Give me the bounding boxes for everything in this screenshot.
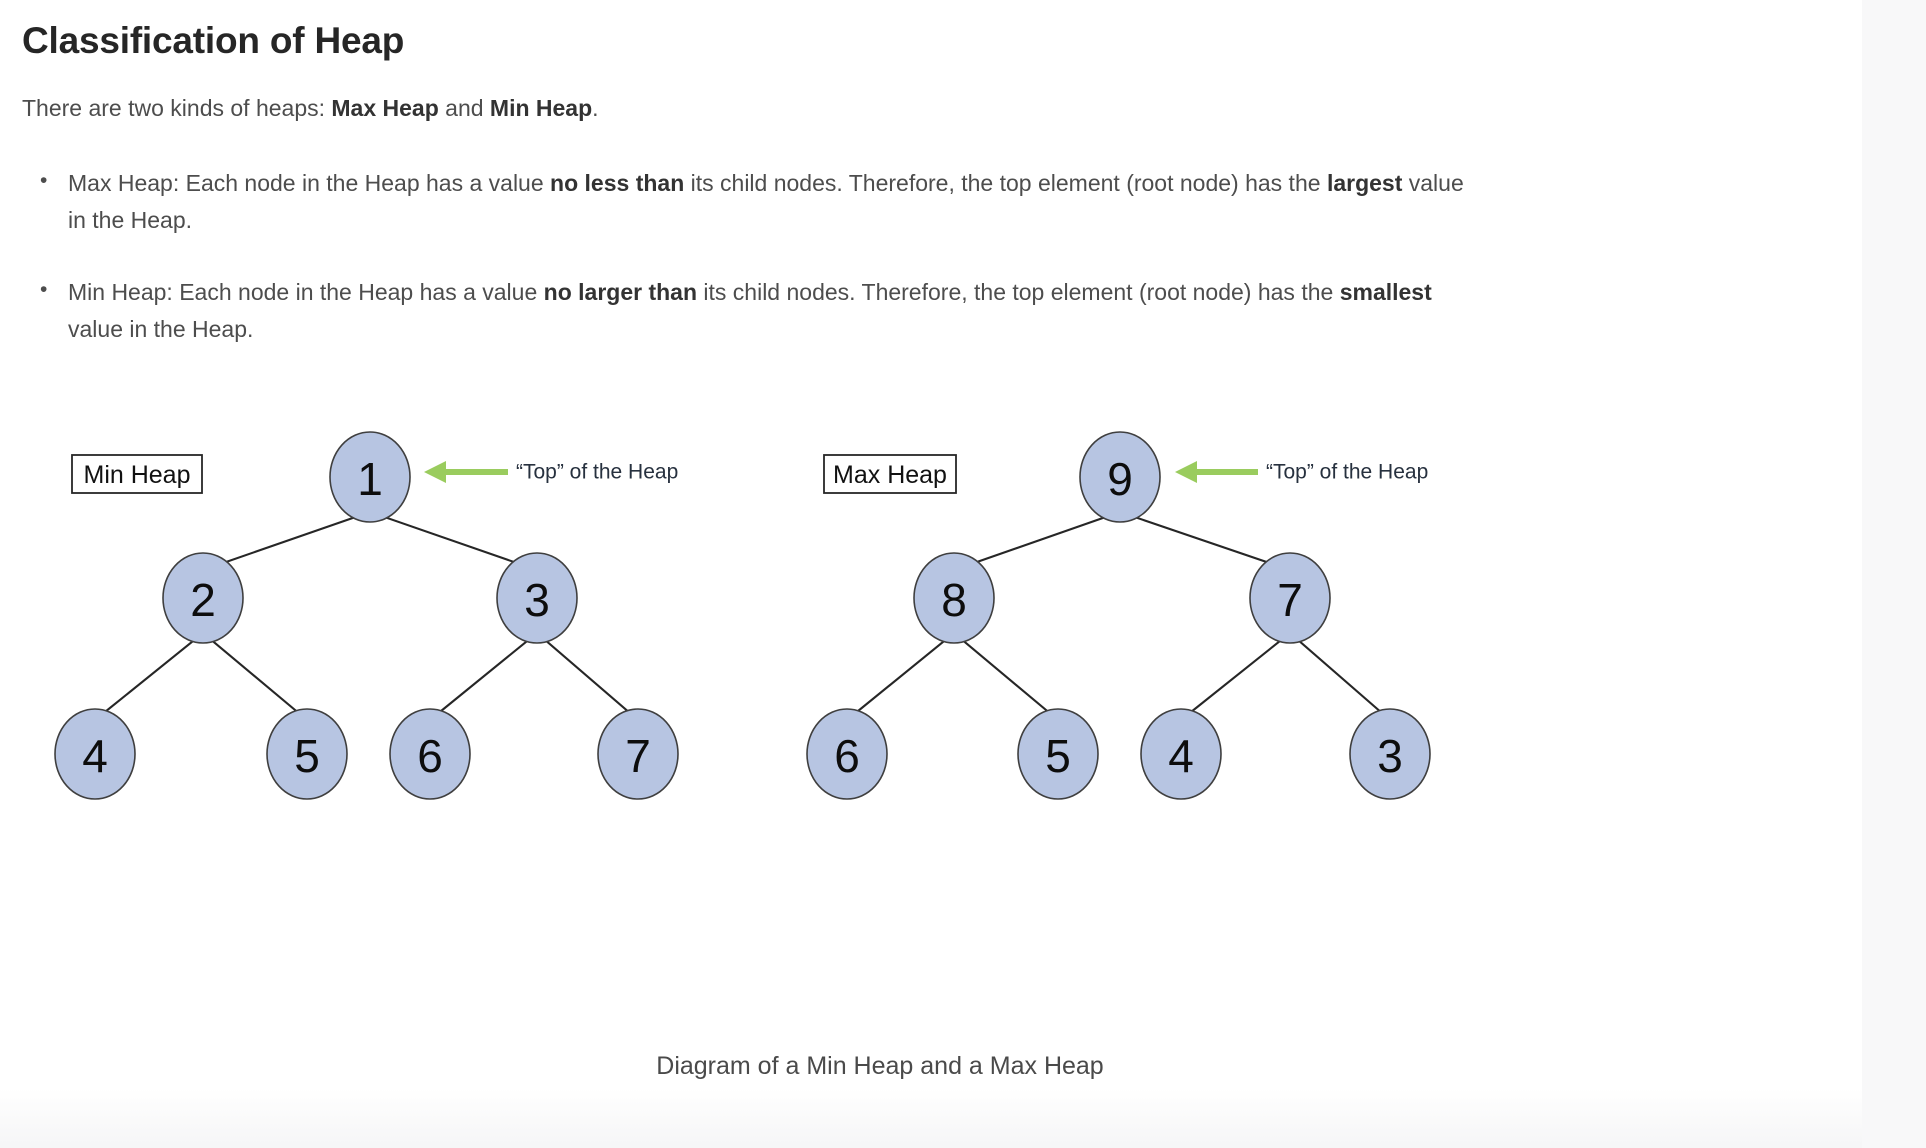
list-item-max-heap: Max Heap: Each node in the Heap has a va… [40, 164, 1488, 240]
article-content: Classification of Heap There are two kin… [22, 18, 1822, 382]
min-heap-node-leaf2-label: 5 [294, 730, 320, 782]
max-heap-node-left: 8 [913, 552, 995, 644]
max-heap-node-root: 9 [1079, 431, 1161, 523]
page-title: Classification of Heap [22, 20, 405, 61]
max-heap-node-leaf1-label: 6 [834, 730, 860, 782]
max-heap-label-box-rect [823, 454, 957, 494]
min-heap-label-box-rect [71, 454, 203, 494]
min-heap-node-right-shape [496, 552, 578, 644]
bullet-1-text-1: Min Heap: Each node in the Heap has a va… [68, 278, 544, 305]
intro-bold-min-heap: Min Heap [489, 95, 593, 122]
min-heap-arrow-head-icon [424, 461, 446, 483]
max-heap-edge-right-leaf3 [1180, 632, 1291, 721]
min-heap-edge-left-leaf1 [94, 632, 204, 721]
min-heap-edge-right-leaf3 [429, 632, 538, 721]
page-canvas: Classification of Heap There are two kin… [0, 0, 1862, 1148]
max-heap-node-leaf4-shape [1349, 708, 1431, 800]
max-heap-node-leaf1-shape [806, 708, 888, 800]
min-heap-node-root-label: 1 [357, 453, 383, 505]
max-heap-node-leaf4: 3 [1349, 708, 1431, 800]
min-heap-edge-left-leaf2 [202, 632, 308, 721]
min-heap-node-left: 2 [162, 552, 244, 644]
min-heap-top-note: “Top” of the Heap [516, 461, 678, 484]
max-heap-node-leaf1: 6 [806, 708, 888, 800]
max-heap-node-leaf3-label: 4 [1168, 730, 1194, 782]
max-heap-top-arrow [1175, 461, 1258, 483]
max-heap-edge-left-leaf2 [953, 632, 1059, 721]
min-heap-node-left-shape [162, 552, 244, 644]
intro-paragraph: There are two kinds of heaps: Max Heap a… [22, 90, 1822, 127]
bottom-fade-overlay [0, 1088, 1862, 1148]
min-heap-node-leaf3-label: 6 [417, 730, 443, 782]
max-heap-arrow-head-icon [1175, 461, 1197, 483]
max-heap-node-leaf4-label: 3 [1377, 730, 1403, 782]
bullet-0-bold-1: no less than [550, 170, 685, 197]
min-heap-node-leaf2: 5 [266, 708, 348, 800]
min-heap-edge-root-left [202, 511, 371, 571]
min-heap-top-arrow [424, 461, 508, 483]
max-heap-tree: Max Heap “Top” of the Heap 9 8 [806, 431, 1431, 800]
intro-text-3: . [592, 95, 599, 122]
min-heap-label-box: Min Heap [71, 454, 203, 494]
max-heap-edge-left-leaf1 [846, 632, 955, 721]
max-heap-edge-root-right [1119, 511, 1291, 571]
bullet-1-text-2: its child nodes. Therefore, the top elem… [697, 278, 1340, 305]
max-heap-node-right-label: 7 [1277, 574, 1303, 626]
min-heap-node-leaf1-shape [54, 708, 136, 800]
heap-diagram-figure: Min Heap “Top” of the Heap 1 2 [0, 430, 1862, 990]
min-heap-tree: Min Heap “Top” of the Heap 1 2 [54, 431, 679, 800]
min-heap-label-text: Min Heap [84, 461, 191, 489]
min-heap-edge-root-right [369, 511, 538, 571]
max-heap-node-leaf2: 5 [1017, 708, 1099, 800]
max-heap-node-right-shape [1249, 552, 1331, 644]
min-heap-node-left-label: 2 [190, 574, 216, 626]
max-heap-node-root-shape [1079, 431, 1161, 523]
bullet-1-bold-2: smallest [1339, 278, 1432, 305]
max-heap-label-text: Max Heap [833, 461, 947, 489]
min-heap-node-leaf1-label: 4 [82, 730, 108, 782]
max-heap-node-leaf3: 4 [1140, 708, 1222, 800]
page-outer-margin [1862, 0, 1926, 1148]
bullet-0-text-3: value in the Heap. [68, 170, 1464, 234]
max-heap-node-leaf3-shape [1140, 708, 1222, 800]
min-heap-node-right-label: 3 [524, 574, 550, 626]
min-heap-node-root-shape [329, 431, 411, 523]
min-heap-node-leaf3: 6 [389, 708, 471, 800]
min-heap-node-leaf2-shape [266, 708, 348, 800]
min-heap-node-leaf4-label: 7 [625, 730, 651, 782]
bullet-0-text-2: its child nodes. Therefore, the top elem… [684, 170, 1327, 197]
bullet-0-text-1: Max Heap: Each node in the Heap has a va… [68, 170, 551, 197]
max-heap-node-left-label: 8 [941, 574, 967, 626]
max-heap-node-right: 7 [1249, 552, 1331, 644]
intro-text-2: and [438, 95, 490, 122]
intro-bold-max-heap: Max Heap [331, 95, 439, 122]
max-heap-label-box: Max Heap [823, 454, 957, 494]
max-heap-node-root-label: 9 [1107, 453, 1133, 505]
max-heap-edge-right-leaf4 [1289, 632, 1391, 721]
max-heap-node-leaf2-label: 5 [1045, 730, 1071, 782]
bullet-1-bold-1: no larger than [543, 278, 698, 305]
heap-definition-list: Max Heap: Each node in the Heap has a va… [22, 164, 1822, 349]
min-heap-node-leaf3-shape [389, 708, 471, 800]
min-heap-node-right: 3 [496, 552, 578, 644]
max-heap-top-note: “Top” of the Heap [1266, 461, 1428, 484]
figure-caption: Diagram of a Min Heap and a Max Heap [656, 1052, 1104, 1080]
max-heap-node-left-shape [913, 552, 995, 644]
min-heap-node-leaf4-shape [597, 708, 679, 800]
intro-text-1: There are two kinds of heaps: [22, 95, 332, 122]
min-heap-node-root: 1 [329, 431, 411, 523]
list-item-min-heap: Min Heap: Each node in the Heap has a va… [40, 273, 1488, 349]
bullet-0-bold-2: largest [1326, 170, 1403, 197]
heap-diagram-svg: Min Heap “Top” of the Heap 1 2 [54, 431, 1431, 800]
min-heap-edge-right-leaf4 [536, 632, 639, 721]
max-heap-edge-root-left [953, 511, 1121, 571]
min-heap-node-leaf4: 7 [597, 708, 679, 800]
bullet-1-text-3: value in the Heap. [68, 315, 254, 342]
max-heap-node-leaf2-shape [1017, 708, 1099, 800]
min-heap-node-leaf1: 4 [54, 708, 136, 800]
